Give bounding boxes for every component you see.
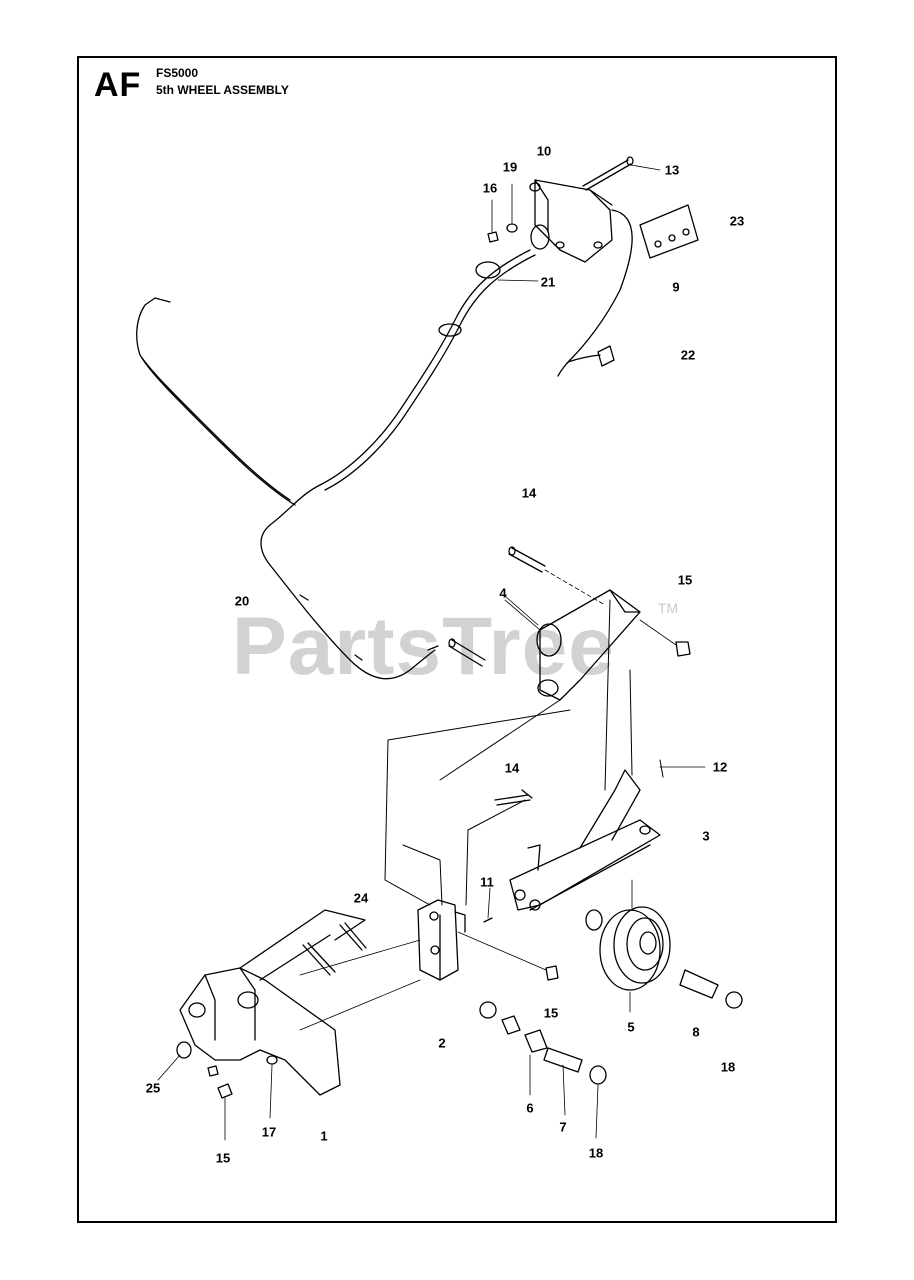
callout-15-upper: 15 — [677, 572, 693, 588]
leader-lines — [157, 595, 706, 1141]
callout-25: 25 — [145, 1080, 161, 1096]
callout-6: 6 — [526, 1100, 534, 1116]
hardware-6-7-18 — [479, 1001, 607, 1085]
leader-21 — [497, 279, 539, 282]
bracket-2 — [417, 899, 466, 981]
motor-unit — [529, 179, 613, 263]
callout-19: 19 — [502, 159, 518, 175]
wheel-5 — [585, 879, 671, 991]
callout-16: 16 — [482, 180, 498, 196]
actuator-4 — [504, 589, 641, 701]
callout-5: 5 — [627, 1019, 635, 1035]
nut-15-upper — [639, 619, 691, 657]
callout-12: 12 — [712, 759, 728, 775]
callout-13: 13 — [664, 162, 680, 178]
section-code: AF — [94, 66, 142, 104]
assembly-guides — [384, 599, 633, 906]
callout-18-lower: 18 — [588, 1145, 604, 1161]
callout-15-lower: 15 — [215, 1150, 231, 1166]
nut-15-middle — [457, 931, 559, 981]
plate-23 — [639, 204, 699, 259]
bolt-14-lower — [494, 789, 533, 806]
nut-16 — [487, 199, 499, 243]
callout-18-right: 18 — [720, 1059, 736, 1075]
callout-22: 22 — [680, 347, 696, 363]
model-number: FS5000 — [156, 66, 199, 80]
axle-8 — [679, 969, 743, 1009]
mount-1 — [176, 909, 421, 1099]
callout-2: 2 — [438, 1035, 446, 1051]
callout-17: 17 — [261, 1124, 277, 1140]
pin-upper — [508, 546, 606, 606]
callout-4: 4 — [499, 585, 507, 601]
cable-20 — [136, 249, 536, 680]
callout-7: 7 — [559, 1119, 567, 1135]
washer-19 — [506, 183, 518, 233]
pin-lower — [448, 638, 486, 667]
callout-14-upper: 14 — [521, 485, 537, 501]
callout-8: 8 — [692, 1024, 700, 1040]
drawing-frame — [77, 56, 837, 1223]
watermark: PartsTree — [232, 601, 615, 692]
lever-3 — [509, 759, 664, 911]
harness-22 — [557, 209, 633, 377]
watermark-trademark: TM — [658, 600, 679, 616]
callout-20: 20 — [234, 593, 250, 609]
callout-21: 21 — [540, 274, 556, 290]
assembly-title: 5th WHEEL ASSEMBLY — [156, 83, 289, 97]
callout-11: 11 — [480, 874, 494, 890]
pin-11 — [483, 887, 493, 923]
callout-15-middle: 15 — [543, 1005, 559, 1021]
bolt-13 — [582, 156, 661, 191]
callout-3: 3 — [702, 828, 710, 844]
callout-14-lower: 14 — [504, 760, 520, 776]
callout-24: 24 — [353, 890, 369, 906]
bolts-24 — [302, 922, 367, 976]
callout-23: 23 — [729, 213, 745, 229]
callout-10: 10 — [536, 143, 552, 159]
callout-9: 9 — [672, 279, 680, 295]
callout-1: 1 — [320, 1128, 328, 1144]
